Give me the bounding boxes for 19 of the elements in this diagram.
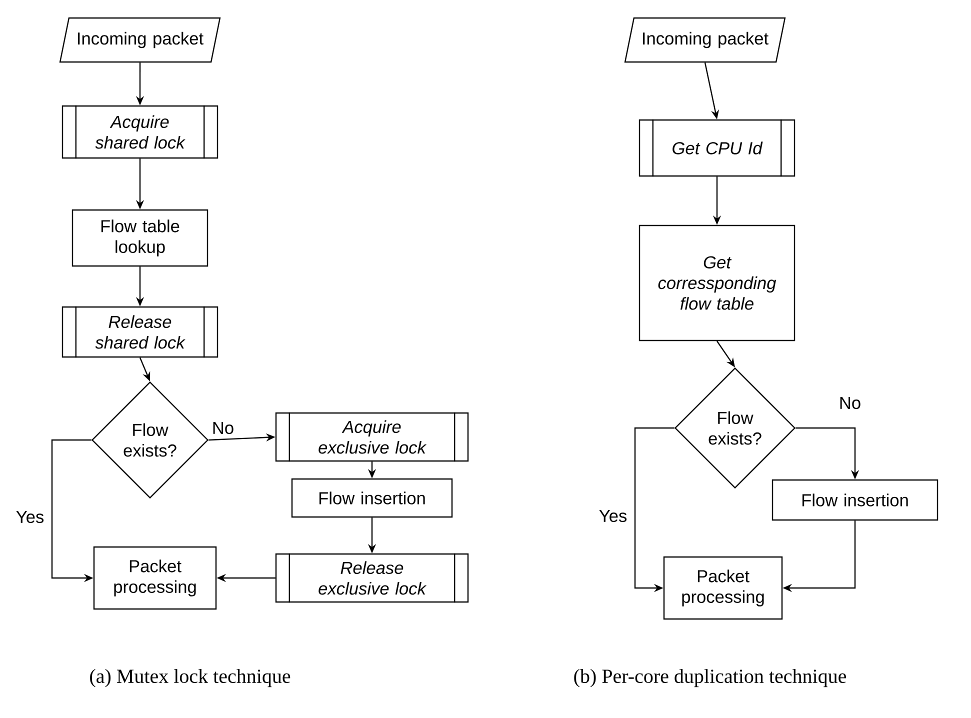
subprocess-box: Acquire shared lock <box>62 105 218 159</box>
process-box: Packet processing <box>93 546 217 610</box>
subprocess-box: Release shared lock <box>62 306 218 358</box>
process-box: Flow insertion <box>772 479 938 521</box>
input-parallelogram: Incoming packet <box>624 17 786 63</box>
edge-label: No <box>210 420 236 436</box>
process-box: Flow insertion <box>291 478 453 518</box>
edge-label: Yes <box>14 510 46 524</box>
subprocess-box: Release exclusive lock <box>275 553 469 603</box>
caption: (a) Mutex lock technique <box>90 668 290 688</box>
input-parallelogram: Incoming packet <box>59 17 221 63</box>
subprocess-box: Acquire exclusive lock <box>275 412 469 462</box>
process-box: Get corressponding flow table <box>638 224 796 342</box>
process-box: Packet processing <box>663 556 783 620</box>
process-box: Flow table lookup <box>72 209 208 267</box>
edge-label: No <box>838 396 862 410</box>
subprocess-box: Get CPU Id <box>638 119 796 177</box>
caption: (b) Per-core duplication technique <box>574 668 846 688</box>
edge-label: Yes <box>598 508 628 524</box>
